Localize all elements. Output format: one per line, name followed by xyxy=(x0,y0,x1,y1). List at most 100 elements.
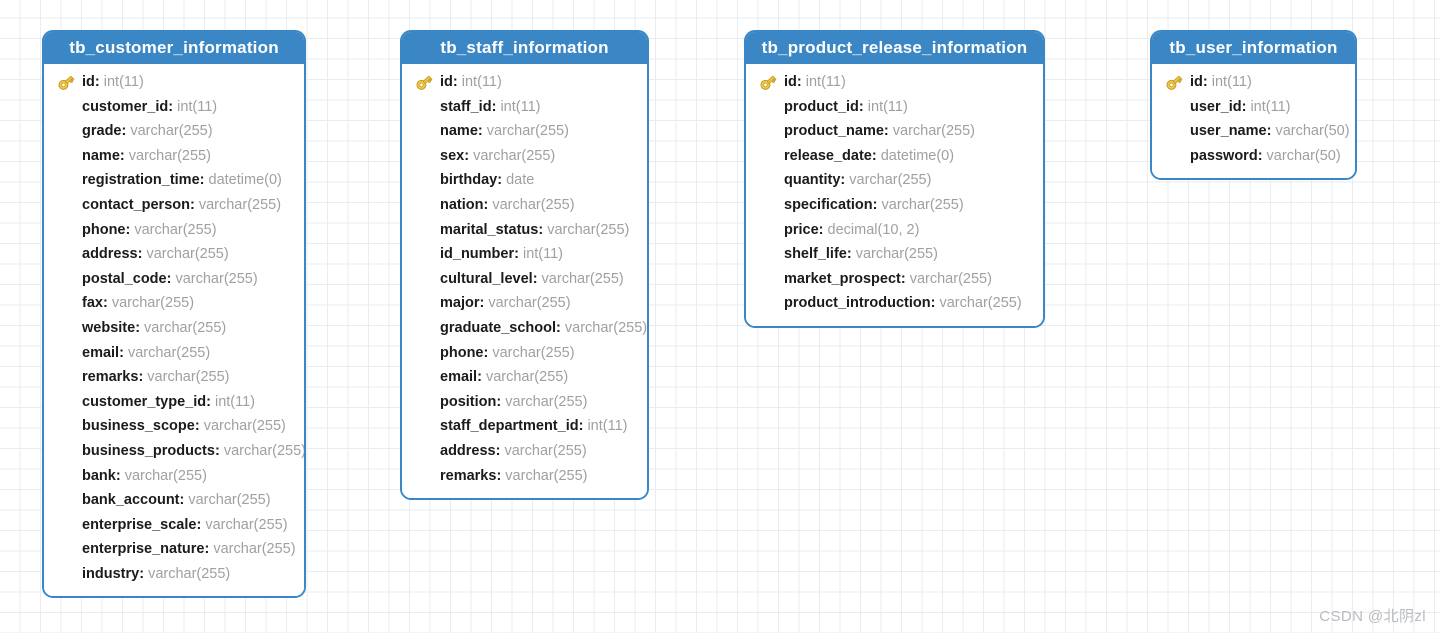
field-separator: : xyxy=(214,442,224,459)
field-row[interactable]: market_prospect: varchar(255) xyxy=(746,267,1043,292)
field-type: varchar(255) xyxy=(547,221,630,238)
field-separator: : xyxy=(846,246,856,263)
field-name: bank_account xyxy=(82,492,180,509)
field-separator: : xyxy=(125,221,135,238)
field-row[interactable]: shelf_life: varchar(255) xyxy=(746,242,1043,267)
field-type: varchar(255) xyxy=(146,246,229,263)
field-row[interactable]: user_name: varchar(50) xyxy=(1152,119,1355,144)
field-type: decimal(10, 2) xyxy=(827,221,920,238)
field-type: int(11) xyxy=(461,74,502,90)
field-row[interactable]: fax: varchar(255) xyxy=(44,291,304,316)
field-row[interactable]: product_name: varchar(255) xyxy=(746,119,1043,144)
field-row[interactable]: website: varchar(255) xyxy=(44,316,304,341)
field-separator: : xyxy=(135,319,145,336)
field-type: int(11) xyxy=(103,74,144,90)
field-name: name xyxy=(82,147,120,164)
field-name: postal_code xyxy=(82,270,167,287)
field-row[interactable]: position: varchar(255) xyxy=(402,390,647,415)
entity-field-list: id: int(11)staff_id: int(11)name: varcha… xyxy=(402,64,647,499)
field-row[interactable]: customer_type_id: int(11) xyxy=(44,390,304,415)
field-separator: : xyxy=(556,319,565,336)
field-row[interactable]: contact_person: varchar(255) xyxy=(44,193,304,218)
field-row[interactable]: enterprise_nature: varchar(255) xyxy=(44,537,304,562)
field-separator: : xyxy=(900,270,910,287)
key-icon xyxy=(759,74,777,91)
field-separator: : xyxy=(872,196,882,213)
field-row[interactable]: password: varchar(50) xyxy=(1152,144,1355,169)
field-separator: : xyxy=(818,221,828,238)
field-name: product_name xyxy=(784,123,884,140)
field-separator: : xyxy=(166,270,176,287)
field-row[interactable]: bank: varchar(255) xyxy=(44,464,304,489)
field-type: varchar(255) xyxy=(205,516,288,533)
field-row[interactable]: remarks: varchar(255) xyxy=(44,365,304,390)
field-row[interactable]: email: varchar(255) xyxy=(402,365,647,390)
field-row[interactable]: sex: varchar(255) xyxy=(402,144,647,169)
field-type: int(11) xyxy=(177,98,218,115)
field-row[interactable]: name: varchar(255) xyxy=(402,119,647,144)
field-row[interactable]: marital_status: varchar(255) xyxy=(402,218,647,243)
field-row[interactable]: grade: varchar(255) xyxy=(44,119,304,144)
field-row[interactable]: id_number: int(11) xyxy=(402,242,647,267)
field-separator: : xyxy=(94,74,104,90)
field-row[interactable]: email: varchar(255) xyxy=(44,341,304,366)
entity-table-title: tb_product_release_information xyxy=(746,32,1043,64)
field-row[interactable]: quantity: varchar(255) xyxy=(746,168,1043,193)
field-name: business_products xyxy=(82,442,215,459)
entity-table-tb_product_release_information[interactable]: tb_product_release_information id: int(11… xyxy=(744,30,1045,328)
field-row[interactable]: birthday: date xyxy=(402,168,647,193)
field-type: varchar(255) xyxy=(203,418,286,435)
field-row[interactable]: business_scope: varchar(255) xyxy=(44,414,304,439)
field-separator: : xyxy=(477,369,486,386)
field-row[interactable]: price: decimal(10, 2) xyxy=(746,218,1043,243)
field-row[interactable]: address: varchar(255) xyxy=(44,242,304,267)
field-name: shelf_life xyxy=(784,246,847,263)
field-row[interactable]: industry: varchar(255) xyxy=(44,562,304,587)
primary-key-field-row[interactable]: id: int(11) xyxy=(1152,70,1355,95)
field-row[interactable]: bank_account: varchar(255) xyxy=(44,488,304,513)
field-row[interactable]: cultural_level: varchar(255) xyxy=(402,267,647,292)
field-row[interactable]: remarks: varchar(255) xyxy=(402,464,647,489)
field-name: nation xyxy=(440,196,484,213)
field-name: remarks xyxy=(82,369,139,386)
field-name: cultural_level xyxy=(440,270,533,287)
field-row[interactable]: phone: varchar(255) xyxy=(402,341,647,366)
field-name: business_scope xyxy=(82,418,195,435)
field-row[interactable]: user_id: int(11) xyxy=(1152,95,1355,120)
field-row[interactable]: staff_id: int(11) xyxy=(402,95,647,120)
entity-field-list: id: int(11)customer_id: int(11)grade: va… xyxy=(44,64,304,597)
field-row[interactable]: registration_time: datetime(0) xyxy=(44,168,304,193)
field-row[interactable]: product_introduction: varchar(255) xyxy=(746,291,1043,316)
field-row[interactable]: release_date: datetime(0) xyxy=(746,144,1043,169)
field-row[interactable]: name: varchar(255) xyxy=(44,144,304,169)
field-row[interactable]: address: varchar(255) xyxy=(402,439,647,464)
field-row[interactable]: specification: varchar(255) xyxy=(746,193,1043,218)
field-separator: : xyxy=(858,98,868,115)
field-name: graduate_school xyxy=(440,319,557,336)
field-separator: : xyxy=(199,172,209,189)
field-separator: : xyxy=(514,246,523,263)
field-type: varchar(255) xyxy=(147,369,230,386)
field-separator: : xyxy=(483,196,493,213)
field-row[interactable]: phone: varchar(255) xyxy=(44,218,304,243)
field-row[interactable]: major: varchar(255) xyxy=(402,291,647,316)
field-row[interactable]: customer_id: int(11) xyxy=(44,95,304,120)
field-row[interactable]: graduate_school: varchar(255) xyxy=(402,316,647,341)
field-type: varchar(255) xyxy=(849,172,932,189)
primary-key-field-row[interactable]: id: int(11) xyxy=(746,70,1043,95)
field-row[interactable]: staff_department_id: int(11) xyxy=(402,414,647,439)
field-type: varchar(255) xyxy=(130,123,213,140)
field-row[interactable]: business_products: varchar(255) xyxy=(44,439,304,464)
field-row[interactable]: product_id: int(11) xyxy=(746,95,1043,120)
field-row[interactable]: nation: varchar(255) xyxy=(402,193,647,218)
field-row[interactable]: postal_code: varchar(255) xyxy=(44,267,304,292)
field-separator: : xyxy=(491,98,501,115)
primary-key-field-row[interactable]: id: int(11) xyxy=(44,70,304,95)
primary-key-field-row[interactable]: id: int(11) xyxy=(402,70,647,95)
field-name: id xyxy=(82,74,95,90)
field-row[interactable]: enterprise_scale: varchar(255) xyxy=(44,513,304,538)
field-name: contact_person xyxy=(82,196,190,213)
